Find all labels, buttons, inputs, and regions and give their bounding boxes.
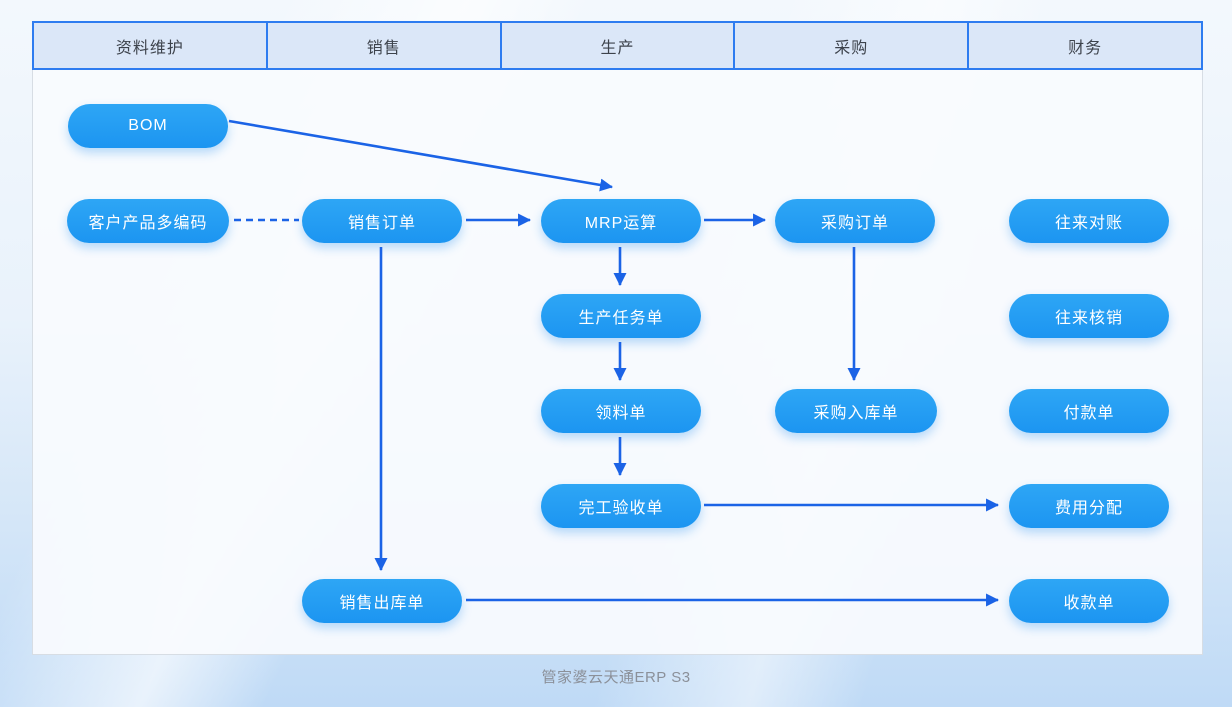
node-sales-order: 销售订单 — [302, 199, 462, 243]
node-bom: BOM — [68, 104, 228, 148]
node-sales-delivery-order: 销售出库单 — [302, 579, 462, 623]
flow-panel: 资料维护 销售 生产 采购 财务 BOM 客户产品多编码 销售订单 MRP运算 … — [32, 21, 1203, 655]
column-header-purchasing: 采购 — [735, 23, 970, 68]
footer-caption: 管家婆云天通ERP S3 — [541, 669, 691, 686]
node-customer-product-codes: 客户产品多编码 — [67, 199, 229, 243]
node-material-requisition: 领料单 — [541, 389, 701, 433]
node-production-task-order: 生产任务单 — [541, 294, 701, 338]
column-header-data-maintenance: 资料维护 — [34, 23, 268, 68]
column-header-production: 生产 — [502, 23, 736, 68]
node-completion-acceptance: 完工验收单 — [541, 484, 701, 528]
column-header-finance: 财务 — [1068, 39, 1103, 57]
node-payment-order: 付款单 — [1009, 389, 1169, 433]
node-mrp-calculation: MRP运算 — [541, 199, 701, 243]
column-header-row: 资料维护 销售 生产 采购 财务 — [32, 21, 1203, 70]
node-purchase-receipt: 采购入库单 — [775, 389, 937, 433]
node-purchase-order: 采购订单 — [775, 199, 935, 243]
node-receipt-order: 收款单 — [1009, 579, 1169, 623]
node-account-write-off: 往来核销 — [1009, 294, 1169, 338]
column-header-sales: 销售 — [268, 23, 502, 68]
node-account-reconciliation: 往来对账 — [1009, 199, 1169, 243]
node-expense-allocation: 费用分配 — [1009, 484, 1169, 528]
